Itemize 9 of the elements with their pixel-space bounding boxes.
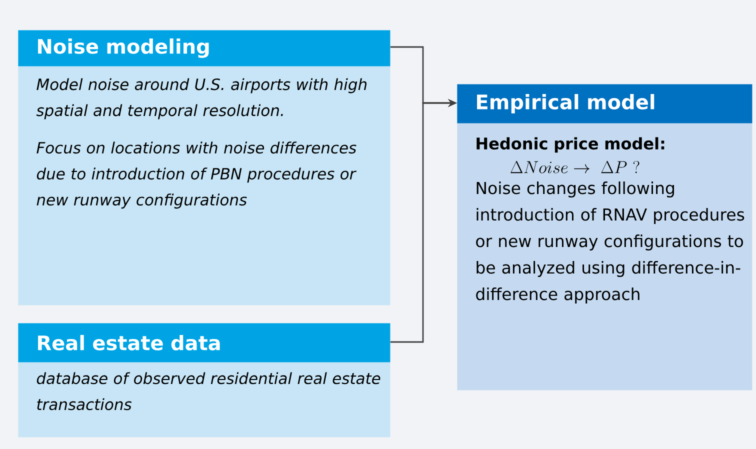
body-text: database of observed residential real estate transactions [36, 372, 380, 410]
heading-bar: Real estate data [18, 323, 390, 362]
body-text: Noise changes following introduction of RNAV procedures or new runway configurations to be analyzed using difference-in-difference approach [476, 181, 744, 304]
formula: $\Delta Noise \rightarrow\ \Delta P\ ?$ [510, 160, 640, 174]
body-text: Model noise around U.S. airports with high spatial and temporal resolution. [36, 78, 367, 120]
body-text: Hedonic price model: [476, 137, 664, 153]
heading-bar: Empirical model [457, 84, 752, 124]
heading-bar: Noise modeling [18, 30, 390, 66]
body-text: Focus on locations with noise differences due to introduction of PBN procedures or new runway configurations [36, 142, 356, 209]
